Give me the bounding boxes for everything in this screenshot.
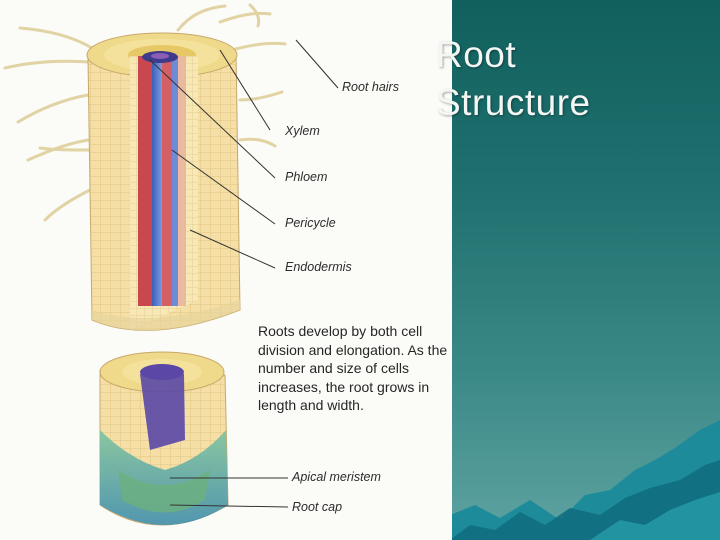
root-diagram-panel: Root hairs Xylem Phloem Pericycle Endode…	[3, 3, 448, 526]
label-xylem: Xylem	[285, 124, 320, 138]
label-root-cap: Root cap	[292, 500, 343, 514]
label-root-hairs: Root hairs	[342, 80, 399, 94]
slide-title-line-1: Root	[436, 34, 517, 75]
label-apical-meristem: Apical meristem	[292, 470, 381, 484]
root-hairs-drawing	[3, 3, 287, 222]
root-diagram	[3, 3, 339, 526]
slide-title-line-2: Structure	[436, 82, 591, 123]
xylem-strand	[152, 56, 162, 306]
label-phloem: Phloem	[285, 170, 328, 184]
label-leader-lines	[149, 39, 339, 508]
phloem-strand	[138, 56, 152, 306]
label-pericycle: Pericycle	[285, 216, 336, 230]
mountain-decoration	[450, 420, 720, 540]
figure-caption: Roots develop by both cell division and …	[258, 323, 448, 413]
label-endodermis: Endodermis	[285, 260, 352, 274]
